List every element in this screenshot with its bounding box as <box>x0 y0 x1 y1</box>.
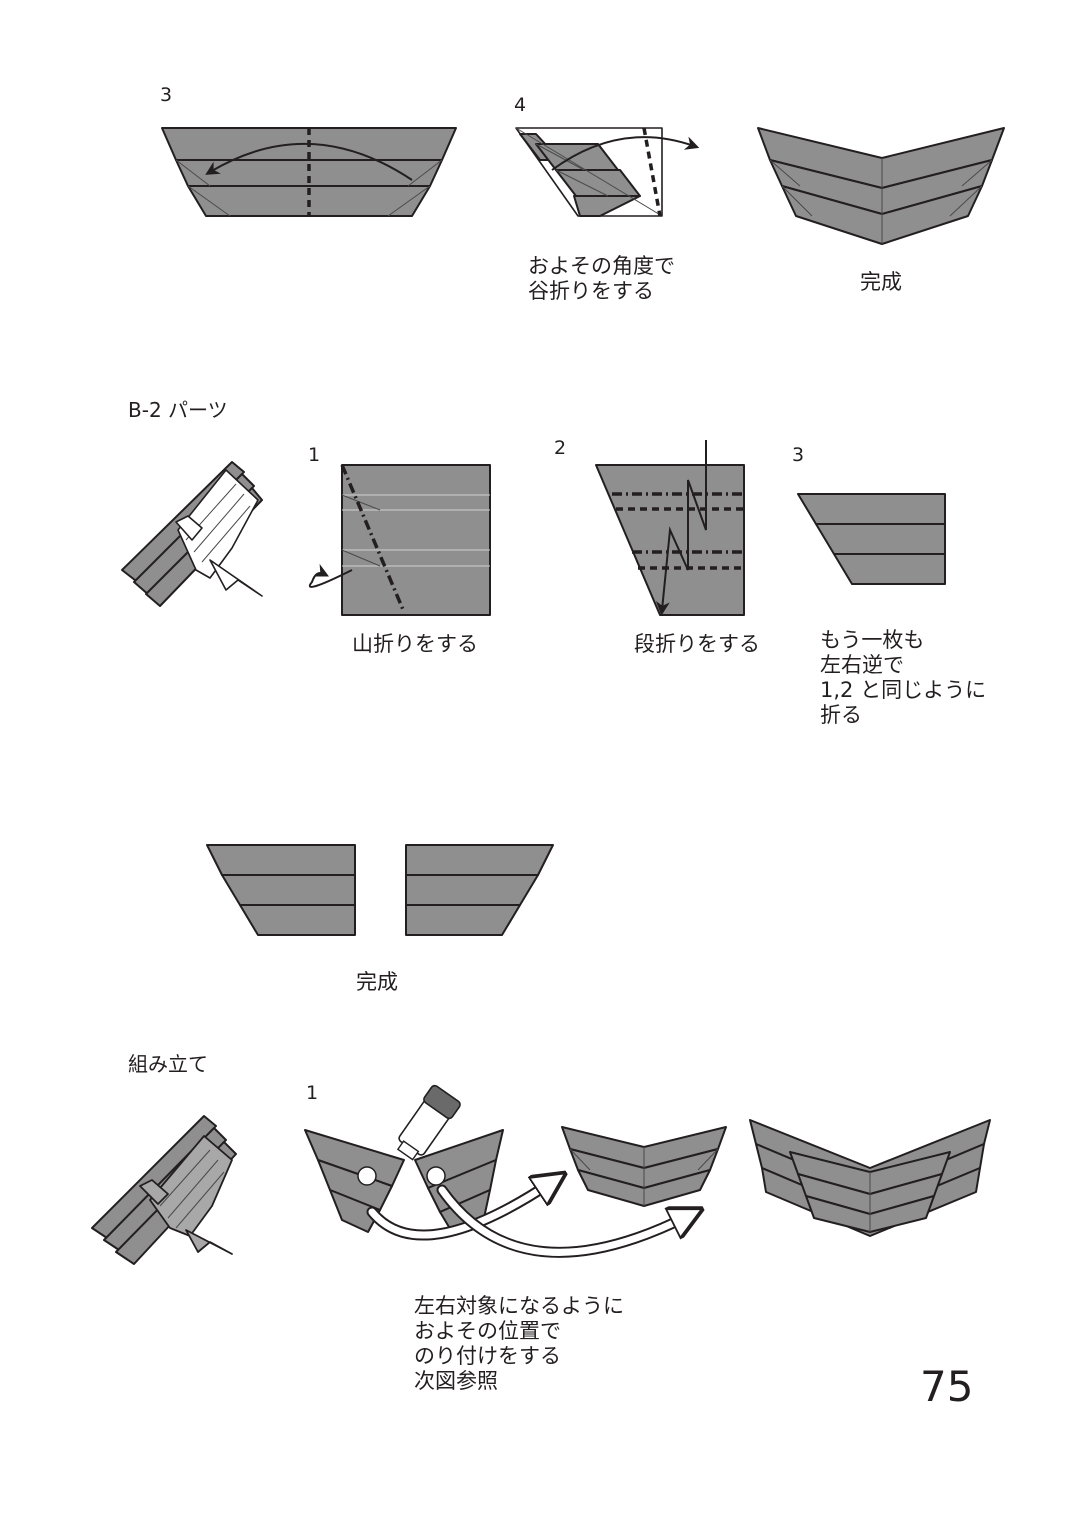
step-label: およその角度で 谷折りをする <box>528 254 675 303</box>
step-label: 山折りをする <box>352 632 478 656</box>
b2-step1-figure <box>308 464 491 616</box>
b2-step2-figure <box>595 440 745 616</box>
eagle-model-icon <box>121 461 263 607</box>
section-title: 組み立て <box>128 1052 208 1076</box>
step-number: 4 <box>514 94 527 116</box>
glue-dot-icon <box>426 1166 446 1186</box>
step-number: 1 <box>308 444 321 466</box>
asm-step1-figure <box>304 1084 688 1258</box>
step-number: 2 <box>554 437 567 459</box>
step-label: もう一枚も 左右逆で 1,2 と同じように 折る <box>820 628 987 727</box>
step-label: 段折りをする <box>634 632 760 656</box>
b2-complete-figure <box>206 844 554 936</box>
top-complete-figure <box>757 127 1005 245</box>
asm-piece-figure <box>561 1126 727 1207</box>
section-title: B-2 パーツ <box>128 398 228 422</box>
glue-dot-icon <box>357 1166 377 1186</box>
page-number: 75 <box>920 1362 974 1411</box>
step-number: 3 <box>160 84 173 106</box>
top-step3-figure <box>161 127 457 217</box>
complete-label: 完成 <box>860 270 902 294</box>
glue-stick-icon <box>396 1084 461 1161</box>
complete-label: 完成 <box>356 970 398 994</box>
b2-step3-figure <box>797 493 946 585</box>
step-number: 1 <box>306 1082 319 1104</box>
step-label: 左右対象になるように およその位置で のり付けをする 次図参照 <box>414 1294 624 1393</box>
top-step4-figure <box>515 127 700 217</box>
step-number: 3 <box>792 444 805 466</box>
eagle-model-icon <box>91 1115 237 1265</box>
asm-combined-figure <box>749 1119 991 1237</box>
